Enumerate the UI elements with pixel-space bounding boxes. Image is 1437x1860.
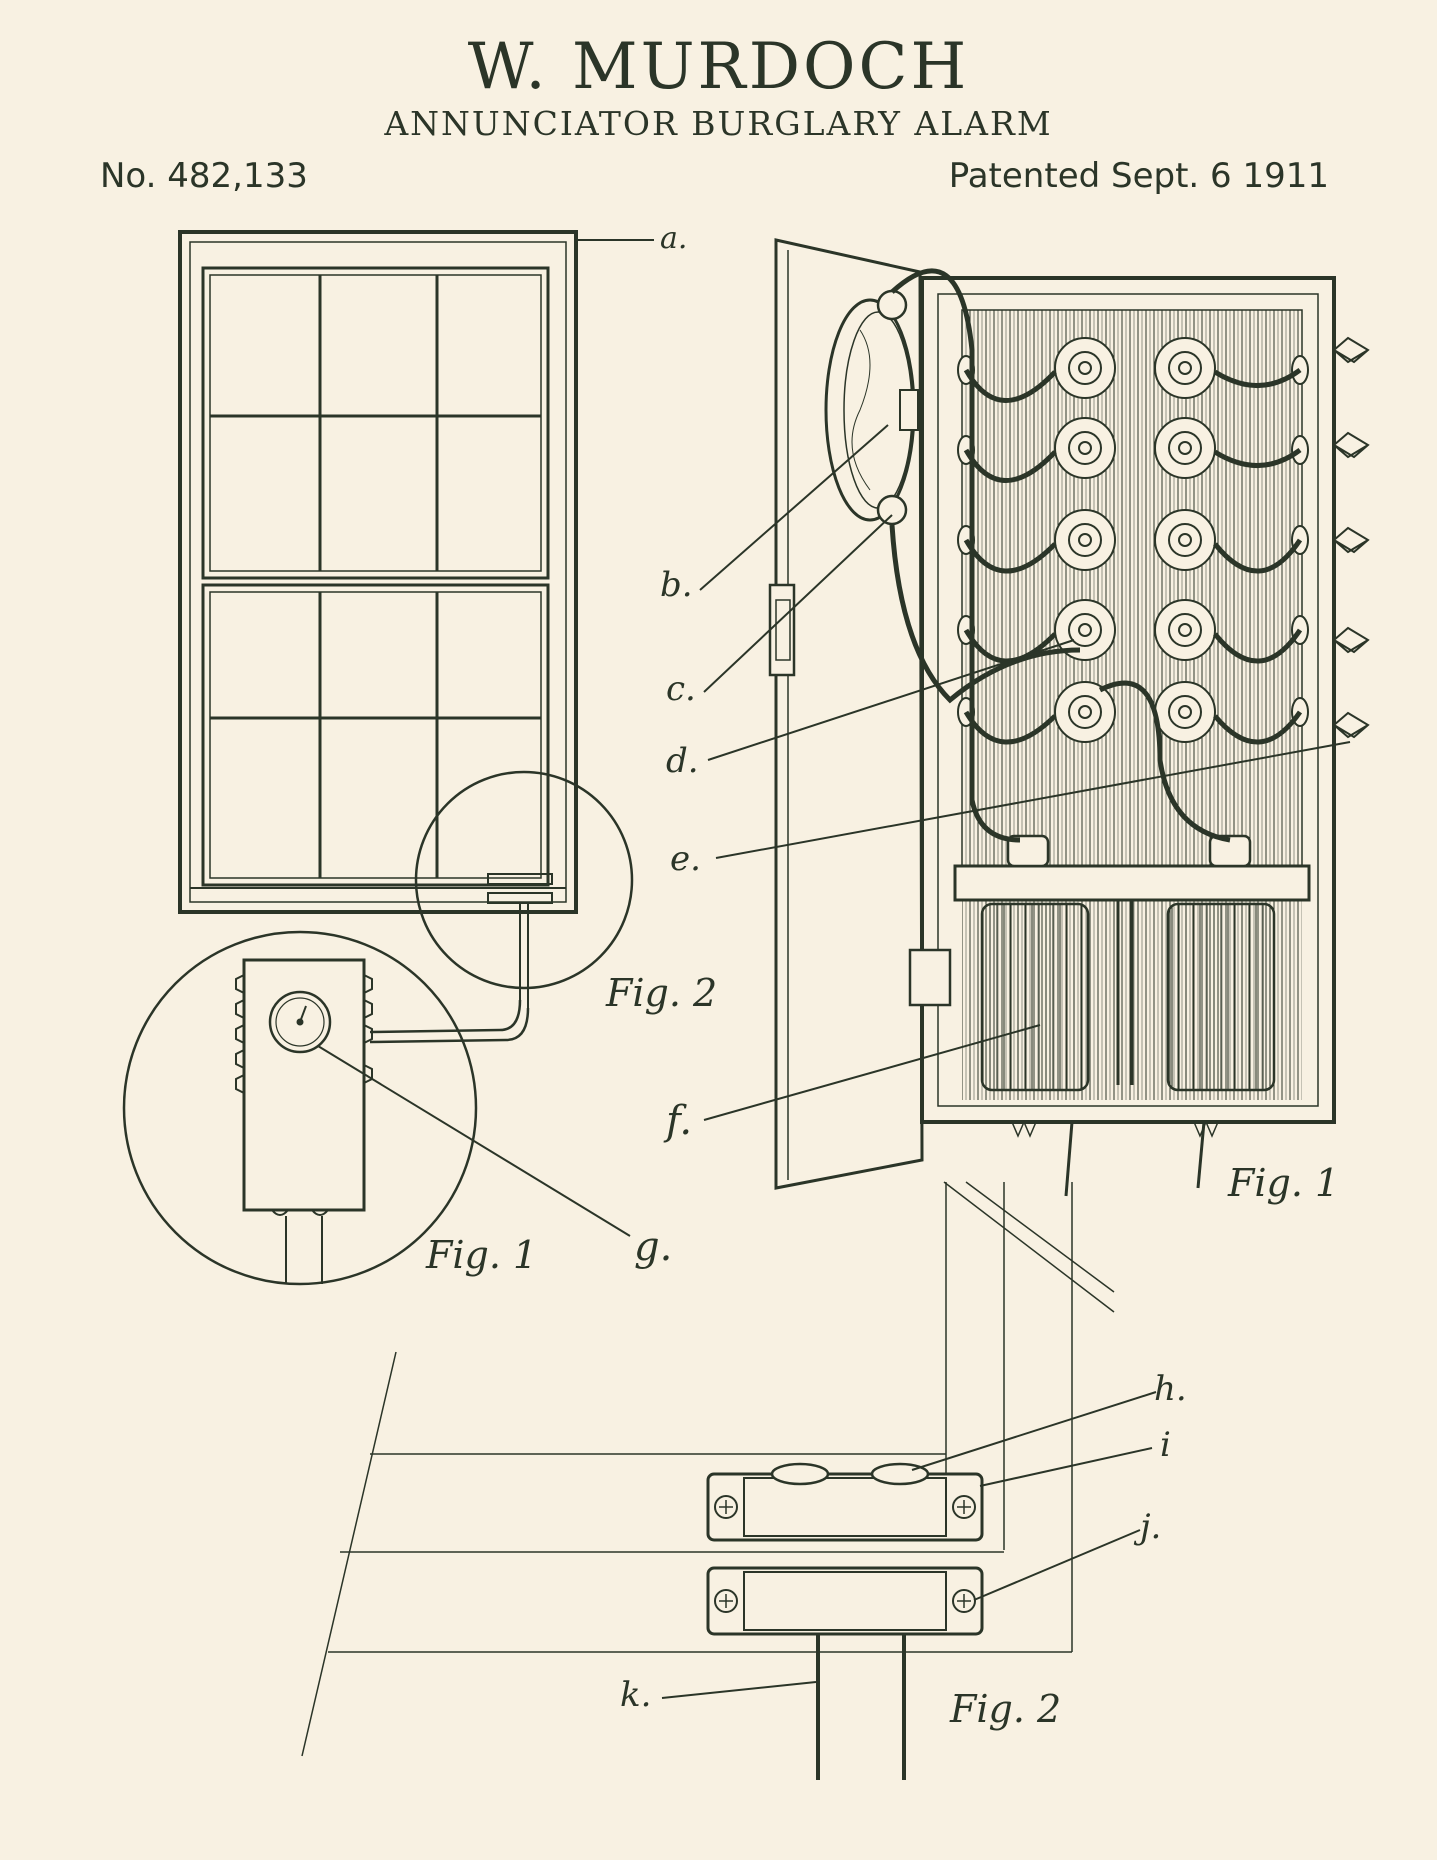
label-g: g. — [634, 1224, 672, 1270]
fig-label-contact: Fig. 2 — [949, 1687, 1061, 1731]
label-c: c. — [666, 669, 696, 709]
inventor-title: W. MURDOCH — [467, 30, 970, 104]
label-a: a. — [660, 221, 687, 256]
patent-number: No. 482,133 — [100, 156, 308, 196]
label-j: j. — [1133, 1507, 1161, 1547]
reference-labels: a. b. c. d. e. f. g. h. i j. k. Fig. 2 F… — [425, 221, 1339, 1731]
fig-label-cabinet: Fig. 1 — [1227, 1161, 1339, 1205]
invention-subtitle: ANNUNCIATOR BURGLARY ALARM — [384, 104, 1053, 143]
label-k: k. — [620, 1675, 651, 1715]
patent-date: Patented Sept. 6 1911 — [948, 156, 1329, 196]
indicator-drops — [957, 337, 1309, 743]
label-f: f. — [663, 1098, 692, 1144]
label-e: e. — [670, 839, 701, 879]
label-i: i — [1160, 1425, 1171, 1465]
label-b: b. — [660, 565, 693, 605]
cabinet-leaders — [576, 239, 1351, 1121]
annunciator-cabinet — [768, 238, 1370, 1197]
fig-label-window: Fig. 2 — [605, 971, 717, 1015]
cabinet-wiring — [889, 268, 1303, 843]
label-h: h. — [1154, 1369, 1187, 1409]
door-contact-drawing — [301, 1181, 1157, 1780]
window-drawing — [178, 230, 634, 1008]
fig-label-window-detail: Fig. 1 — [425, 1233, 537, 1277]
label-d: d. — [666, 741, 699, 781]
annunciator-detail-circle — [122, 930, 631, 1286]
